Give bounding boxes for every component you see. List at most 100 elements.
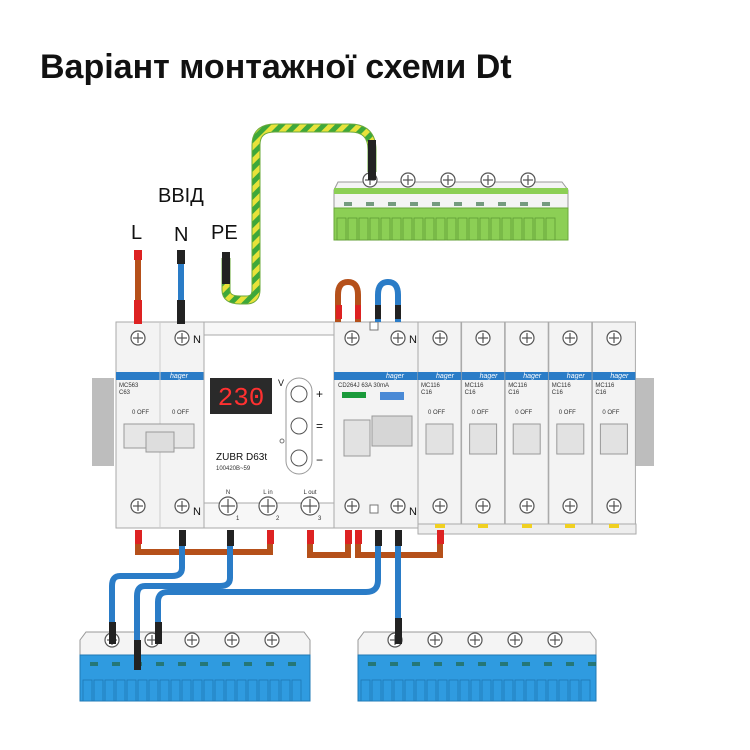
bar-finger (291, 679, 302, 702)
relay-spec: 100420В~59 (216, 466, 251, 472)
mcb-rating: C16 (421, 390, 433, 396)
top-screw-icon (606, 330, 622, 346)
mcb-brand: hager (480, 373, 499, 380)
rcd-phase-jumper (335, 278, 361, 322)
neutral-wire-main (109, 530, 185, 640)
top-screw-icon (390, 330, 406, 346)
main-breaker-lever[interactable] (145, 431, 175, 453)
n-mark-bottom-1: N (193, 506, 201, 518)
main-breaker-brand: hager (170, 373, 189, 380)
n-mark-top-1: N (193, 334, 201, 346)
relay-button-down[interactable] (290, 449, 308, 467)
bar-finger (435, 217, 446, 241)
mcb-brand: hager (523, 373, 542, 380)
bar-screw-icon (507, 632, 523, 648)
relay-term-lin: L in (263, 490, 272, 496)
n-mark-bottom-2: N (409, 506, 417, 518)
main-breaker-rating: C63 (119, 390, 131, 396)
bar-finger (371, 679, 382, 702)
bar-finger (170, 679, 181, 702)
phase-jumper-relay-in (135, 530, 273, 555)
n-mark-top-2: N (409, 334, 417, 346)
main-breaker[interactable]: hager MC563 C63 0 OFF 0 OFF (115, 321, 205, 529)
main-breaker-model: MC563 (119, 383, 139, 389)
relay-screw-icon (218, 496, 238, 516)
relay-button-up[interactable] (290, 385, 308, 403)
bar-finger (492, 679, 503, 702)
bar-finger (93, 679, 104, 702)
bar-finger (426, 679, 437, 702)
relay-screw-icon (300, 496, 320, 516)
bar-finger (126, 679, 137, 702)
rcd-lever[interactable] (371, 415, 413, 447)
bar-finger (558, 679, 569, 702)
main-breaker-state-2: 0 OFF (172, 410, 189, 416)
bar-finger (512, 217, 523, 241)
bar-finger (225, 679, 236, 702)
relay-num-3: 3 (318, 516, 322, 522)
bar-finger (369, 217, 380, 241)
bar-finger (269, 679, 280, 702)
bar-screw-icon (400, 172, 416, 188)
bar-finger (104, 679, 115, 702)
bottom-screw-icon (130, 498, 146, 514)
bar-finger (402, 217, 413, 241)
bar-finger (501, 217, 512, 241)
bar-finger (247, 679, 258, 702)
mcb-lever[interactable] (556, 423, 585, 455)
mcb-brand: hager (436, 373, 455, 380)
bar-finger (457, 217, 468, 241)
comb-pin (522, 524, 532, 528)
bar-screw-icon (224, 632, 240, 648)
main-breaker-state-1: 0 OFF (132, 410, 149, 416)
n-bus-bar-right (357, 631, 597, 702)
bar-finger (214, 679, 225, 702)
top-screw-icon (174, 330, 190, 346)
voltage-relay[interactable]: 230 V + = − ZUBR D63t 100420В~59 N L in … (203, 321, 335, 529)
bar-finger (280, 679, 291, 702)
mcb-model: MC116 (421, 383, 441, 389)
bar-finger (536, 679, 547, 702)
bar-finger (380, 217, 391, 241)
bar-finger (424, 217, 435, 241)
bar-finger (569, 679, 580, 702)
bar-finger (514, 679, 525, 702)
bottom-screw-icon (519, 498, 535, 514)
rcd[interactable]: hager CD264J 63A 30mA (333, 321, 419, 529)
input-n-label: N (174, 224, 188, 246)
bar-finger (82, 679, 93, 702)
relay-button-mid[interactable] (290, 417, 308, 435)
mcb-lever[interactable] (512, 423, 541, 455)
bar-finger (137, 679, 148, 702)
mcb-state: 0 OFF (428, 410, 445, 416)
bar-finger (468, 217, 479, 241)
input-n-wire (177, 250, 185, 324)
bar-finger (360, 679, 371, 702)
bar-screw-icon (427, 632, 443, 648)
voltage-value: 230 (218, 383, 265, 413)
relay-term-n: N (226, 490, 230, 496)
neutral-wire-relay (134, 530, 233, 664)
mcb-rating: C16 (465, 390, 477, 396)
din-rail-left (92, 378, 114, 466)
mcb-state: 0 OFF (559, 410, 576, 416)
mcb-brand: hager (567, 373, 586, 380)
voltage-unit: V (278, 378, 284, 388)
bar-finger (347, 217, 358, 241)
input-l-label: L (131, 222, 142, 244)
voltage-display (210, 378, 272, 414)
pe-bus-bar (333, 172, 569, 241)
bar-finger (203, 679, 214, 702)
mcb-brand: hager (610, 373, 629, 380)
mcb-lever[interactable] (469, 423, 498, 455)
bottom-screw-icon (432, 498, 448, 514)
mcb-lever[interactable] (425, 423, 454, 455)
mcb-lever[interactable] (599, 423, 628, 455)
mcb-rating: C16 (552, 390, 564, 396)
bottom-screw-icon (562, 498, 578, 514)
